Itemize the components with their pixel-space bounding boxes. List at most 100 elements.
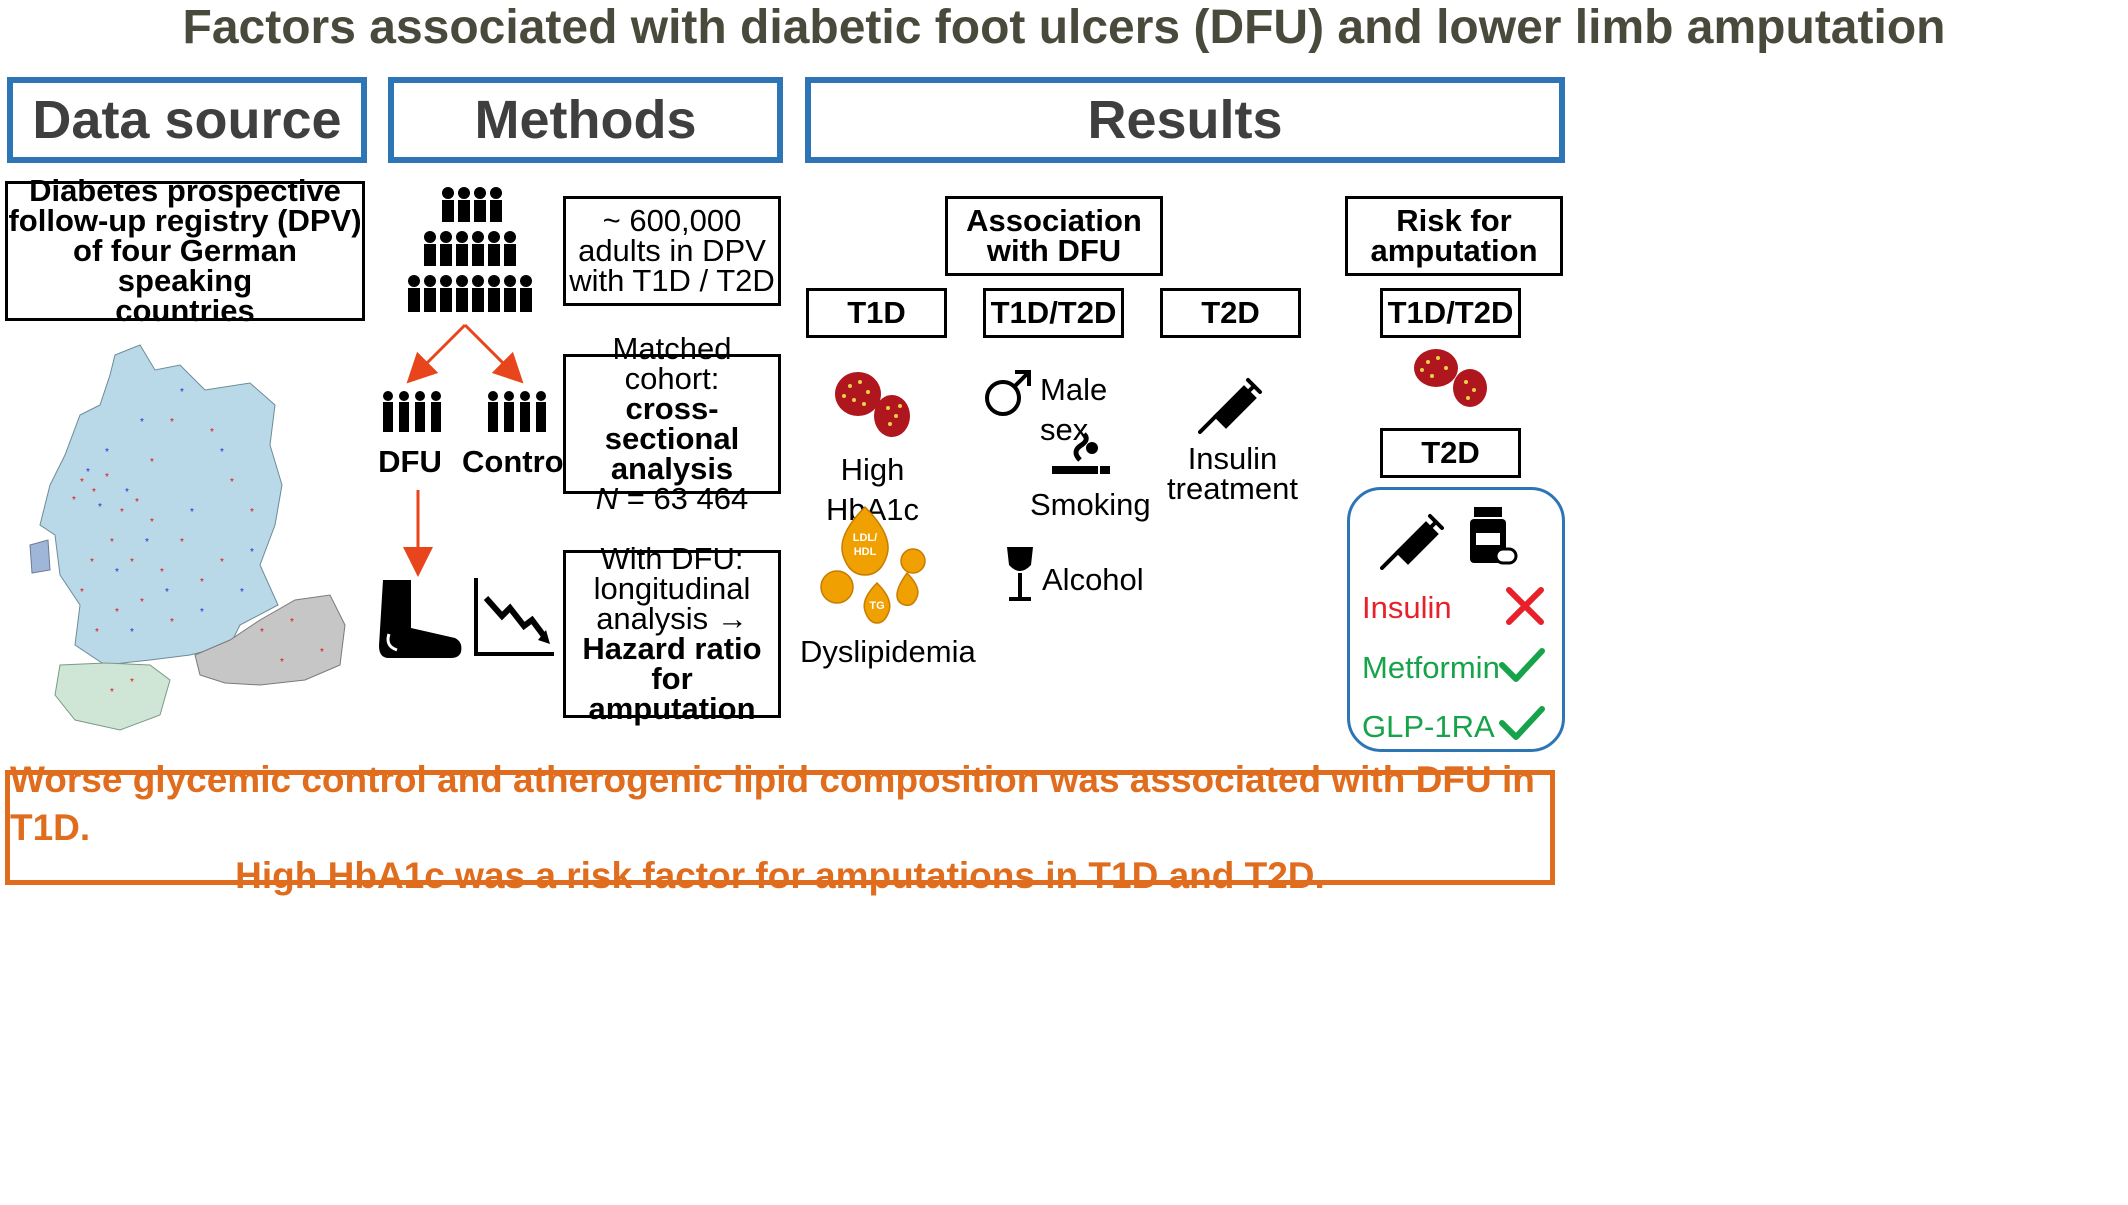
longitudinal-line: With DFU: xyxy=(600,541,744,576)
conclusion-line: Worse glycemic control and atherogenic l… xyxy=(10,758,1535,848)
lipid-drops-icon: LDL/ HDL TG xyxy=(820,505,926,624)
dfu-label: DFU xyxy=(378,444,442,479)
insulin-treatment-line: treatment xyxy=(1167,471,1298,506)
foot-icon xyxy=(379,580,462,658)
check-mark-icon xyxy=(1499,706,1545,740)
registry-line: follow-up registry (DPV) xyxy=(8,203,362,238)
methods-arrows xyxy=(403,323,524,577)
svg-text:*: * xyxy=(105,447,109,458)
clinic-markers-blue: **** **** **** *** xyxy=(86,387,254,638)
svg-text:*: * xyxy=(90,557,94,568)
svg-text:*: * xyxy=(140,597,144,608)
switzerland-region xyxy=(54,662,171,731)
header-results: Results xyxy=(805,77,1565,163)
svg-text:*: * xyxy=(170,417,174,428)
wine-glass-icon xyxy=(1007,547,1033,601)
risk-line: Risk for xyxy=(1396,203,1512,238)
population-box: ~ 600,000 adults in DPV with T1D / T2D xyxy=(563,196,781,306)
cohort-line: cross-sectional xyxy=(604,391,740,456)
population-line: ~ 600,000 xyxy=(602,203,742,238)
insulin-treatment-label: Insulin treatment xyxy=(1165,441,1300,506)
svg-text:*: * xyxy=(120,507,124,518)
longitudinal-line: longitudinal xyxy=(593,571,751,606)
n-symbol: N xyxy=(595,481,619,516)
svg-text:*: * xyxy=(170,617,174,628)
svg-text:*: * xyxy=(280,657,284,668)
cohort-line: Matched cohort: xyxy=(612,331,732,396)
matched-cohort-box: Matched cohort: cross-sectional analysis… xyxy=(563,333,781,514)
svg-text:*: * xyxy=(92,487,96,498)
ldl-label: LDL/ xyxy=(853,532,877,544)
svg-text:*: * xyxy=(220,557,224,568)
drug-syringe-icon xyxy=(1380,514,1444,570)
population-people-icon xyxy=(408,187,532,312)
dfu-group-icon xyxy=(383,391,441,432)
svg-text:*: * xyxy=(140,417,144,428)
drug-risk-panel xyxy=(1347,487,1565,752)
smoking-icon xyxy=(1052,432,1110,474)
svg-text:*: * xyxy=(210,427,214,438)
association-line: Association xyxy=(966,203,1142,238)
male-symbol-icon xyxy=(985,370,1031,416)
cohort-n: N = 63 464 xyxy=(595,481,749,516)
arrow-to-control xyxy=(463,323,524,384)
svg-text:*: * xyxy=(150,517,154,528)
svg-text:*: * xyxy=(110,687,114,698)
svg-text:*: * xyxy=(98,502,102,513)
registry-box: Diabetes prospective follow-up registry … xyxy=(5,175,365,326)
conclusion-line: High HbA1c was a risk factor for amputat… xyxy=(235,854,1325,896)
control-group-icon xyxy=(488,391,546,432)
svg-text:*: * xyxy=(80,477,84,488)
risk-line: amputation xyxy=(1370,233,1538,268)
col-t1d: T1D xyxy=(806,288,947,338)
longitudinal-line: Hazard ratio xyxy=(582,631,762,666)
svg-text:*: * xyxy=(86,467,90,478)
conclusion-box: Worse glycemic control and atherogenic l… xyxy=(5,759,1555,896)
svg-text:*: * xyxy=(105,472,109,483)
registry-line: Diabetes prospective xyxy=(29,173,341,208)
svg-text:*: * xyxy=(145,537,149,548)
longitudinal-line: analysis → xyxy=(596,601,748,636)
svg-text:*: * xyxy=(130,677,134,688)
svg-text:*: * xyxy=(150,457,154,468)
smoking-label: Smoking xyxy=(1030,487,1151,522)
n-value: = 63 464 xyxy=(618,481,749,516)
insulin-treatment-line: Insulin xyxy=(1187,441,1278,476)
svg-text:*: * xyxy=(230,477,234,488)
austria-region xyxy=(194,594,346,686)
risk-box: Risk for amputation xyxy=(1345,196,1563,276)
person-row xyxy=(424,231,516,266)
svg-text:*: * xyxy=(135,497,139,508)
person-row xyxy=(408,275,532,312)
germany-region xyxy=(39,344,283,666)
col-t1d-t2d: T1D/T2D xyxy=(983,288,1124,338)
svg-text:*: * xyxy=(200,577,204,588)
population-line: with T1D / T2D xyxy=(569,263,775,298)
svg-text:*: * xyxy=(95,627,99,638)
association-box: Association with DFU xyxy=(945,196,1163,276)
luxembourg-region xyxy=(29,539,51,574)
drug-insulin-label: Insulin xyxy=(1362,590,1452,625)
registry-line: of four German speaking xyxy=(73,233,297,298)
svg-text:*: * xyxy=(165,587,169,598)
dyslipidemia-label: Dyslipidemia xyxy=(800,634,976,669)
svg-text:*: * xyxy=(240,587,244,598)
longitudinal-box: With DFU: longitudinal analysis → Hazard… xyxy=(563,543,781,724)
clinic-markers: **** **** **** **** **** **** **** ** xyxy=(72,417,324,698)
svg-text:*: * xyxy=(72,495,76,506)
hdl-label: HDL xyxy=(854,546,877,558)
tg-label: TG xyxy=(869,600,884,612)
pill-bottle-icon xyxy=(1470,507,1518,565)
svg-text:*: * xyxy=(190,507,194,518)
arrow-to-dfu xyxy=(406,323,467,384)
col-t2d: T2D xyxy=(1160,288,1301,338)
male-sex-label: Male sex xyxy=(1040,372,1108,447)
risk-blood-cells-icon xyxy=(1414,349,1487,407)
cohort-line: analysis xyxy=(610,451,734,486)
svg-text:*: * xyxy=(260,627,264,638)
svg-text:*: * xyxy=(110,537,114,548)
map-germany-austria-switzerland: **** **** **** **** **** **** **** ** **… xyxy=(29,344,346,731)
svg-text:*: * xyxy=(220,447,224,458)
high-hba1c-label: High HbA1c xyxy=(825,452,920,527)
control-label: Control xyxy=(462,444,573,479)
